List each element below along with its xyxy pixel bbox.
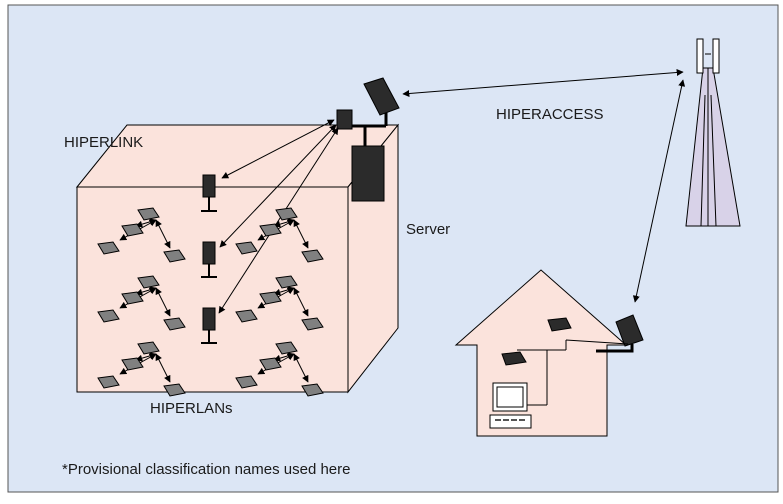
hiperlan-link-arrow xyxy=(273,352,295,362)
hiperlan-link-arrow xyxy=(135,352,157,362)
hiperlan-terminal-icon xyxy=(259,291,282,305)
hiperaccess-tower xyxy=(685,38,741,227)
house-terminal-lower xyxy=(501,351,527,366)
hiperlan-terminal-icon xyxy=(301,249,324,263)
server-label: Server xyxy=(406,221,450,238)
hiperlan-link-arrow xyxy=(155,219,171,249)
hiperlan-terminal-icon xyxy=(97,309,120,323)
hiperlan-terminal-icon xyxy=(137,341,160,355)
building-roof-antenna xyxy=(363,77,400,116)
server-rack xyxy=(345,112,388,202)
hiperlan-terminals xyxy=(97,207,324,397)
hiperlan-link-arrow xyxy=(135,286,157,296)
hiperlan-terminal-icon xyxy=(235,375,258,389)
hiperlan-terminal-icon xyxy=(97,375,120,389)
hiperlan-terminal-icon xyxy=(259,223,282,237)
hiperlan-link-arrow xyxy=(135,218,157,228)
house-terminal-upper xyxy=(547,317,572,332)
hiperlan-terminal-icon xyxy=(163,383,186,397)
hiperaccess-label: HIPERACCESS xyxy=(496,106,604,123)
hiperlan-terminal-icon xyxy=(163,249,186,263)
house-antenna xyxy=(615,314,644,347)
hiperlan-terminal-icon xyxy=(97,241,120,255)
hiperlan-link-arrow xyxy=(155,353,171,383)
hiperlan-terminal-icon xyxy=(163,317,186,331)
hiperlan-link-arrow xyxy=(293,353,309,383)
hiperlink-label: HIPERLINK xyxy=(64,134,143,151)
hiperlan-terminal-icon xyxy=(275,275,298,289)
hiperlan-terminal-icon xyxy=(121,291,144,305)
pc-icon xyxy=(489,382,532,429)
hiperlink-access-point-roof xyxy=(336,109,353,130)
hiperlan-terminal-icon xyxy=(235,309,258,323)
office-building xyxy=(75,123,400,394)
access-point-2 xyxy=(201,241,217,278)
hiperlan-terminal-icon xyxy=(121,357,144,371)
access-point-3 xyxy=(201,307,217,344)
hiperlan-link-arrow xyxy=(293,287,309,317)
house-wiring xyxy=(517,339,634,406)
footnote: *Provisional classification names used h… xyxy=(62,461,350,478)
hiperlan-link-arrow xyxy=(293,219,309,249)
hiperlan-terminal-icon xyxy=(301,383,324,397)
hiperlan-link-arrow xyxy=(155,287,171,317)
hiperlan-terminal-icon xyxy=(301,317,324,331)
hiperlan-terminal-icon xyxy=(275,207,298,221)
hiperlan-link-arrow xyxy=(273,286,295,296)
hiperlan-terminal-icon xyxy=(121,223,144,237)
hiperlan-terminal-icon xyxy=(275,341,298,355)
access-point-1 xyxy=(201,174,217,212)
hiperlan-terminal-icon xyxy=(259,357,282,371)
hiperlans-label: HIPERLANs xyxy=(150,400,233,417)
hiperlan-link-arrow xyxy=(273,218,295,228)
hiperlan-terminal-icon xyxy=(137,275,160,289)
hiperlan-terminal-icon xyxy=(235,241,258,255)
hiperlan-terminal-icon xyxy=(137,207,160,221)
